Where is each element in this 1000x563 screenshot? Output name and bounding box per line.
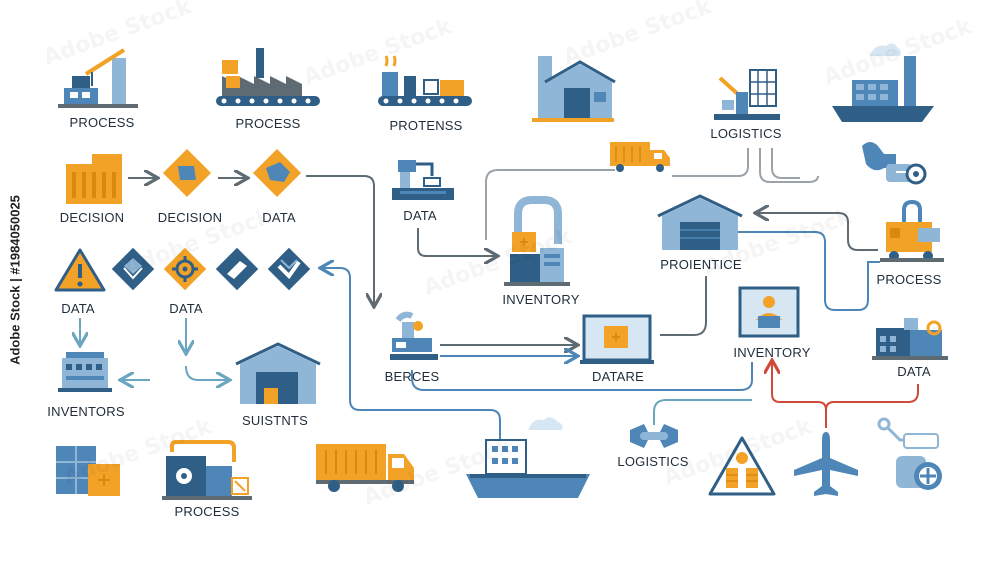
cargo-ship-icon	[832, 43, 934, 122]
crane-factory-icon	[58, 48, 138, 108]
production-line-icon	[378, 55, 472, 106]
factory-icon-right	[872, 318, 948, 360]
label-datare: DATARE	[591, 369, 645, 384]
label-process-1: PROCESS	[69, 115, 135, 130]
label-decision-1: DECISION	[59, 210, 125, 225]
arrow-data2-suistnts	[185, 365, 228, 380]
warehouse-icon-suistnts	[235, 342, 321, 404]
label-process-2: PROCESS	[235, 116, 301, 131]
label-data-2: DATA	[403, 208, 437, 223]
robot-arm-icon	[392, 160, 454, 200]
label-data-1: DATA	[262, 210, 296, 225]
label-protenss: PROTENSS	[389, 118, 463, 133]
label-data-5: DATA	[897, 364, 931, 379]
airplane-icon	[794, 432, 858, 496]
data-diamond-icon	[252, 148, 302, 198]
machine-icon	[162, 440, 252, 500]
warehouse-icon-proientice	[657, 194, 743, 250]
label-process-4: PROCESS	[174, 504, 240, 519]
label-inventory-1: INVENTORY	[502, 292, 580, 307]
label-logistics-bottom: LOGISTICS	[617, 454, 689, 469]
factory-icon-orange	[66, 154, 122, 204]
line-berces-inventory	[411, 362, 753, 391]
warning-crates-icon	[708, 436, 776, 496]
line-logistics-branch-2	[759, 148, 819, 183]
conveyor-factory-icon	[216, 48, 320, 106]
label-logistics-top: LOGISTICS	[710, 126, 782, 141]
connectors	[80, 148, 919, 440]
line-logistics-inventory	[653, 399, 752, 425]
diamond-bar-icon	[215, 247, 259, 291]
line-proientice-datare	[660, 276, 707, 336]
line-truck-inventory	[485, 169, 615, 240]
label-decision-2: DECISION	[157, 210, 223, 225]
port-crane-icon	[714, 69, 780, 120]
warning-icon	[54, 248, 106, 292]
arrow-data-berces	[306, 175, 374, 305]
monitor-icon-datare	[580, 314, 654, 364]
truck-icon-top	[610, 142, 670, 172]
warehouse-icon	[532, 56, 616, 122]
label-data-3: DATA	[61, 301, 95, 316]
ship-icon-bottom	[466, 417, 590, 498]
label-berces: BERCES	[384, 369, 440, 384]
diamond-check-icon	[267, 247, 311, 291]
link-connector-icon	[630, 424, 678, 448]
diamond-chevron-icon	[111, 247, 155, 291]
gear-machine-icon	[877, 417, 942, 490]
arrow-data-inventory	[417, 228, 496, 256]
label-inventory-2: INVENTORY	[733, 345, 811, 360]
line-red-data	[825, 384, 919, 411]
label-inventors: INVENTORS	[47, 404, 125, 419]
arrow-process-proientice	[757, 213, 878, 251]
line-logistics-branch-3	[771, 148, 800, 179]
container-boxes-icon	[56, 446, 120, 496]
line-logistics-branch-1	[672, 148, 749, 177]
label-process-3: PROCESS	[876, 272, 942, 287]
monitor-icon-inventory	[738, 286, 800, 338]
line-proientice-process	[738, 231, 880, 311]
truck-icon-bottom	[316, 444, 414, 492]
stock-id-text: Adobe Stock | #1984050025	[7, 195, 23, 365]
building-icon-inventors	[58, 352, 112, 392]
label-suistnts: SUISTNTS	[242, 413, 308, 428]
inventory-crane-icon	[504, 196, 570, 286]
pipe-valve-icon	[862, 142, 927, 185]
diamond-gear-icon	[163, 247, 207, 291]
label-data-4: DATA	[169, 301, 203, 316]
robot-arm-icon-berces	[390, 311, 438, 360]
decision-diamond-icon	[162, 148, 212, 198]
label-proientice: PROIENTICE	[660, 257, 742, 272]
forklift-icon	[880, 199, 944, 262]
arrow-ship-diamond	[322, 268, 501, 440]
